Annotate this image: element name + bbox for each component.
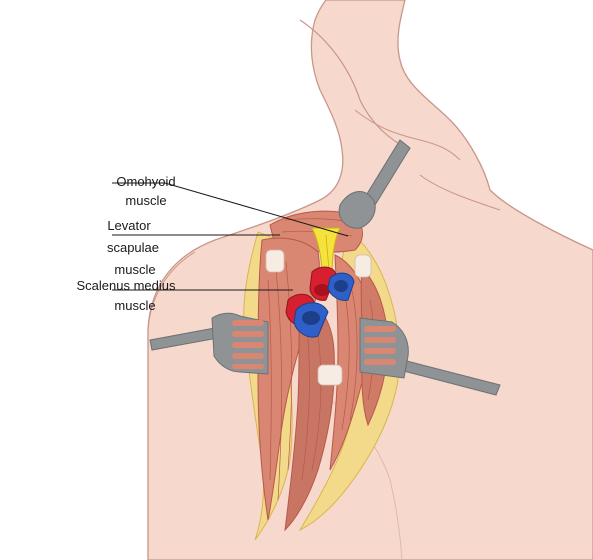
neck-crease — [419, 174, 501, 211]
tendon-right — [354, 254, 372, 278]
label-levator-line-2: scapulae — [106, 240, 160, 255]
vein-cut-end-upper — [334, 280, 348, 292]
vessels — [285, 266, 355, 338]
label-levator-line-1: Levator — [107, 218, 151, 233]
retractors — [149, 139, 501, 396]
label-omohyoid-line-1: Omohyoid — [116, 174, 176, 189]
right-retractor-teeth — [364, 326, 396, 365]
label-scalenus-line-2: muscle — [114, 298, 156, 313]
label-omohyoid-line-2: muscle — [125, 193, 167, 208]
tendon-mid — [317, 364, 343, 386]
chin-contour — [299, 19, 411, 151]
jaw-shadow — [354, 109, 461, 161]
shoulder-contour — [147, 251, 196, 331]
artery-cut-end-upper — [314, 284, 330, 296]
leader-lines — [112, 182, 349, 291]
vein-cut-end-lower — [302, 311, 320, 325]
label-levator-line-3: muscle — [114, 262, 156, 277]
label-scalenus-line-1: Scalenus medius — [76, 278, 176, 293]
leader-line-omohyoid — [112, 182, 349, 237]
left-retractor-teeth — [232, 320, 264, 369]
upper-retractor-blade — [338, 191, 376, 229]
tendon-upper — [265, 249, 285, 273]
scalenus-medius — [284, 299, 335, 532]
muscles — [257, 210, 389, 532]
